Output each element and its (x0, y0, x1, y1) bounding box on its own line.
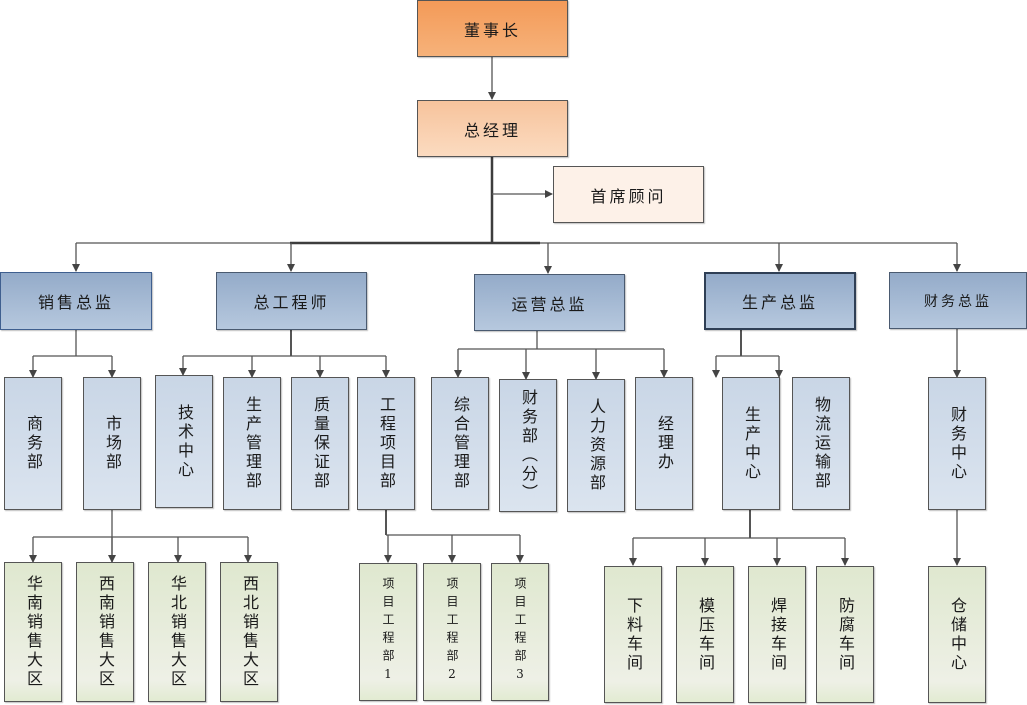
node-label: 商务部 (24, 415, 43, 472)
node-southwest-region[interactable]: 西南销售大区 (76, 562, 134, 702)
node-label: 项目工程部1 (381, 577, 395, 687)
node-northwest-region[interactable]: 西北销售大区 (220, 562, 278, 702)
node-finance-director[interactable]: 财务总监 (889, 272, 1027, 329)
node-label: 项目工程部3 (513, 577, 527, 687)
node-label: 华南销售大区 (24, 575, 43, 689)
node-label: 西南销售大区 (96, 575, 115, 689)
node-sales-director[interactable]: 销售总监 (0, 272, 152, 330)
node-label: 生产中心 (742, 405, 761, 482)
node-label: 财务总监 (924, 293, 992, 310)
node-label: 工程项目部 (377, 396, 396, 491)
node-label: 技术中心 (175, 403, 194, 480)
node-label: 董事长 (463, 20, 521, 40)
node-logistics-dept[interactable]: 物流运输部 (792, 377, 850, 510)
node-chief-engineer[interactable]: 总工程师 (216, 272, 367, 330)
node-label: 市场部 (103, 415, 122, 472)
node-molding-workshop[interactable]: 模压车间 (676, 566, 734, 703)
node-anticorrosion-workshop[interactable]: 防腐车间 (816, 566, 874, 703)
node-label: 销售总监 (37, 293, 114, 312)
node-label: 总工程师 (253, 293, 330, 312)
node-label: 财务中心 (948, 405, 967, 482)
node-label: 生产总监 (741, 293, 818, 312)
node-hr-dept[interactable]: 人力资源部 (567, 379, 625, 512)
node-production-mgmt-dept[interactable]: 生产管理部 (223, 377, 281, 510)
node-label: 模压车间 (696, 596, 715, 673)
node-production-center[interactable]: 生产中心 (722, 377, 780, 510)
node-label: 仓储中心 (948, 596, 967, 673)
node-project-unit-1[interactable]: 项目工程部1 (359, 563, 417, 701)
node-label: 首席顾问 (590, 186, 667, 206)
node-label: 下料车间 (624, 596, 643, 673)
node-label: 运营总监 (511, 294, 588, 314)
node-project-unit-3[interactable]: 项目工程部3 (491, 563, 549, 701)
node-admin-dept[interactable]: 综合管理部 (431, 377, 489, 510)
node-label: 焊接车间 (768, 596, 787, 673)
node-label: 项目工程部2 (445, 577, 459, 687)
node-engineering-project-dept[interactable]: 工程项目部 (357, 377, 415, 510)
node-south-china-region[interactable]: 华南销售大区 (4, 562, 62, 702)
node-label: 综合管理部 (451, 396, 470, 491)
node-welding-workshop[interactable]: 焊接车间 (748, 566, 806, 703)
node-label: 总经理 (463, 120, 521, 140)
node-project-unit-2[interactable]: 项目工程部2 (423, 563, 481, 701)
node-label: 物流运输部 (812, 396, 831, 491)
node-manager-office[interactable]: 经理办 (635, 377, 693, 510)
node-tech-center[interactable]: 技术中心 (155, 375, 213, 508)
node-cutting-workshop[interactable]: 下料车间 (604, 566, 662, 703)
node-label: 西北销售大区 (240, 575, 259, 689)
node-general-manager[interactable]: 总经理 (417, 100, 568, 157)
node-label: 生产管理部 (243, 396, 262, 491)
node-label: 质量保证部 (311, 396, 330, 491)
node-warehouse-center[interactable]: 仓储中心 (928, 566, 986, 703)
node-label: 经理办 (655, 415, 674, 472)
node-label: 财务部（分） (519, 388, 538, 503)
node-north-china-region[interactable]: 华北销售大区 (148, 562, 206, 702)
node-quality-assurance-dept[interactable]: 质量保证部 (291, 377, 349, 510)
node-finance-center[interactable]: 财务中心 (928, 377, 986, 510)
node-market-dept[interactable]: 市场部 (83, 377, 141, 510)
node-finance-branch[interactable]: 财务部（分） (499, 379, 557, 512)
node-production-director[interactable]: 生产总监 (704, 272, 856, 330)
node-chairman[interactable]: 董事长 (417, 0, 568, 57)
node-label: 华北销售大区 (168, 575, 187, 689)
node-label: 防腐车间 (836, 596, 855, 673)
node-chief-advisor[interactable]: 首席顾问 (553, 166, 704, 223)
node-operations-director[interactable]: 运营总监 (474, 274, 625, 331)
node-label: 人力资源部 (587, 398, 606, 493)
node-business-dept[interactable]: 商务部 (4, 377, 62, 510)
